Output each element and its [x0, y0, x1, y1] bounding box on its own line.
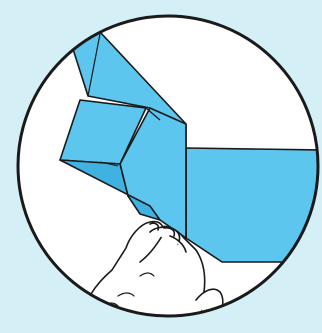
illustration-stage — [0, 0, 322, 333]
origami-illustration — [0, 0, 322, 333]
